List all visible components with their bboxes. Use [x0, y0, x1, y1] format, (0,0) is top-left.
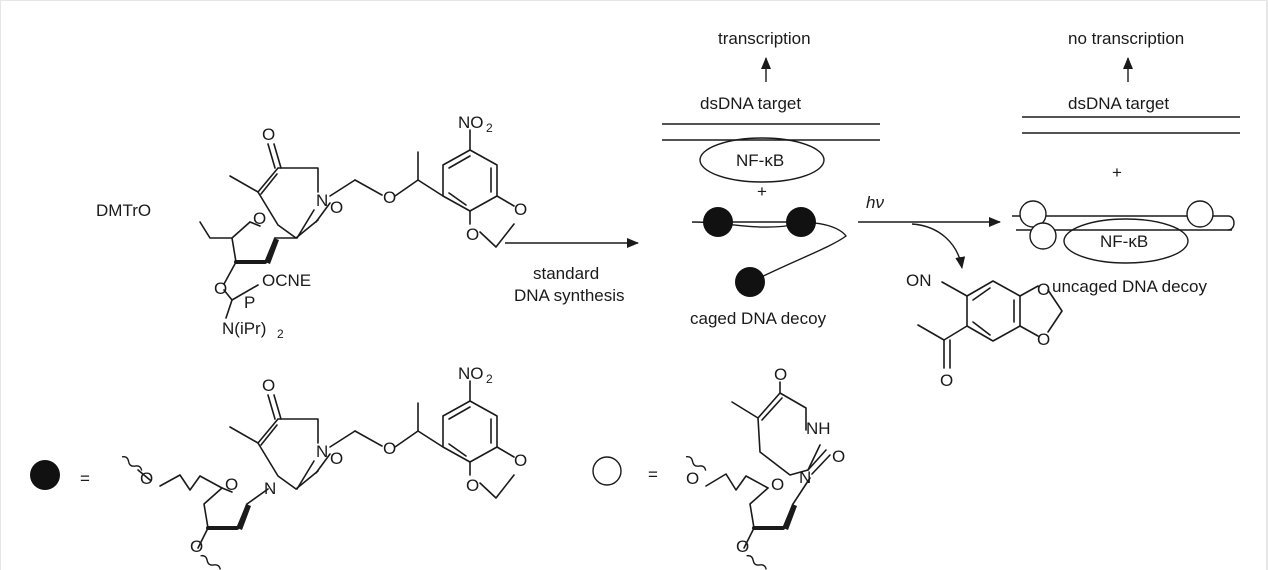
caged-nucleotide-ball-2 — [786, 207, 816, 237]
atom-o-carbonyl-4: O — [262, 125, 275, 144]
atom-c2-oxygen: O — [330, 198, 343, 217]
atom-nitro-subscript: 2 — [486, 121, 493, 135]
legend1-atom-c2-o: O — [330, 449, 343, 468]
plus-sign-right: + — [1112, 163, 1122, 182]
caged-nucleotide-legend-labels: O N O NO 2 O O O O O O N — [140, 364, 527, 556]
legend-filled-ball — [30, 460, 60, 490]
legend1-atom-ring-o: O — [225, 475, 238, 494]
legend1-atom-3-o: O — [190, 537, 203, 556]
nfkb-ellipse-left — [699, 137, 825, 183]
label-dsdna-target-right: dsDNA target — [1068, 94, 1169, 113]
legend1-atom-n1: N — [264, 479, 276, 498]
legend2-atom-c2-o: O — [832, 447, 845, 466]
legend-open-ball — [592, 456, 622, 486]
caged-phosphoramidite-structure — [199, 129, 515, 319]
atom-ring-oxygen: O — [253, 209, 266, 228]
uncaged-nucleotide-ball-3 — [1029, 222, 1057, 250]
label-nfkb-left: NF-κB — [736, 151, 784, 170]
legend1-atom-dioxole-o2: O — [466, 476, 479, 495]
label-hv: hν — [866, 193, 884, 212]
atom-ocne: OCNE — [262, 271, 311, 290]
atom-dioxole-o1: O — [514, 200, 527, 219]
atom-dioxole-o2: O — [466, 225, 479, 244]
legend1-atom-o4: O — [262, 376, 275, 395]
legend-equals-2: = — [648, 465, 658, 484]
nfkb-ellipse-right — [1063, 218, 1189, 264]
thymidine-legend-structure — [685, 381, 831, 570]
label-dna-synthesis: DNA synthesis — [514, 286, 625, 305]
legend1-atom-5-o: O — [140, 469, 153, 488]
label-transcription: transcription — [718, 29, 811, 48]
atom-3-oxygen: O — [214, 279, 227, 298]
atom-n-ipr-subscript: 2 — [277, 327, 284, 341]
atom-byproduct-o2: O — [1037, 330, 1050, 349]
caged-phosphoramidite-labels: O N O NO 2 O O O O DMTrO O P P OCNE N(iP… — [96, 113, 527, 341]
label-dsdna-target-left: dsDNA target — [700, 94, 801, 113]
atom-n-ipr: N(iPr) — [222, 319, 266, 338]
legend1-atom-nitro-subscript: 2 — [486, 372, 493, 386]
atom-byproduct-ketone-o: O — [940, 371, 953, 390]
label-no-transcription: no transcription — [1068, 29, 1184, 48]
legend2-atom-n1: N — [799, 468, 811, 487]
legend1-atom-n3: N — [316, 442, 328, 461]
legend2-atom-5-o: O — [686, 469, 699, 488]
atom-ether-o: O — [383, 188, 396, 207]
uncaged-nucleotide-ball-2 — [1186, 200, 1214, 228]
uncaged-strand-hairpin — [1227, 215, 1235, 231]
caged-decoy-strand — [691, 221, 847, 286]
label-uncaged-decoy: uncaged DNA decoy — [1052, 277, 1207, 296]
caged-nucleotide-ball-3 — [735, 267, 765, 297]
atom-dmtro: DMTrO — [96, 201, 151, 220]
byproduct-arrow — [911, 223, 966, 269]
legend1-atom-dioxole-o1: O — [514, 451, 527, 470]
atom-on: ON — [906, 271, 932, 290]
caged-nucleotide-legend-structure — [121, 380, 515, 570]
nitroso-byproduct-labels: ON O O O — [906, 271, 1050, 390]
atom-n3: N — [316, 191, 328, 210]
atom-nitro: NO — [458, 113, 484, 132]
label-nfkb-right: NF-κB — [1100, 232, 1148, 251]
legend2-atom-nh: NH — [806, 419, 831, 438]
nitroso-byproduct-structure — [917, 280, 1063, 369]
atom-p: P — [244, 293, 255, 312]
thymidine-legend-labels: O NH O N O O O — [686, 365, 845, 556]
label-standard: standard — [533, 264, 599, 283]
label-caged-decoy: caged DNA decoy — [690, 309, 827, 328]
legend-equals-1: = — [80, 469, 90, 488]
legend1-atom-nitro: NO — [458, 364, 484, 383]
legend2-atom-o4: O — [774, 365, 787, 384]
atom-byproduct-o1: O — [1037, 280, 1050, 299]
legend2-atom-ring-o: O — [771, 475, 784, 494]
legend2-atom-3-o: O — [736, 537, 749, 556]
caged-nucleotide-ball-1 — [703, 207, 733, 237]
legend1-atom-ether-o: O — [383, 439, 396, 458]
plus-sign-left: + — [757, 182, 767, 201]
